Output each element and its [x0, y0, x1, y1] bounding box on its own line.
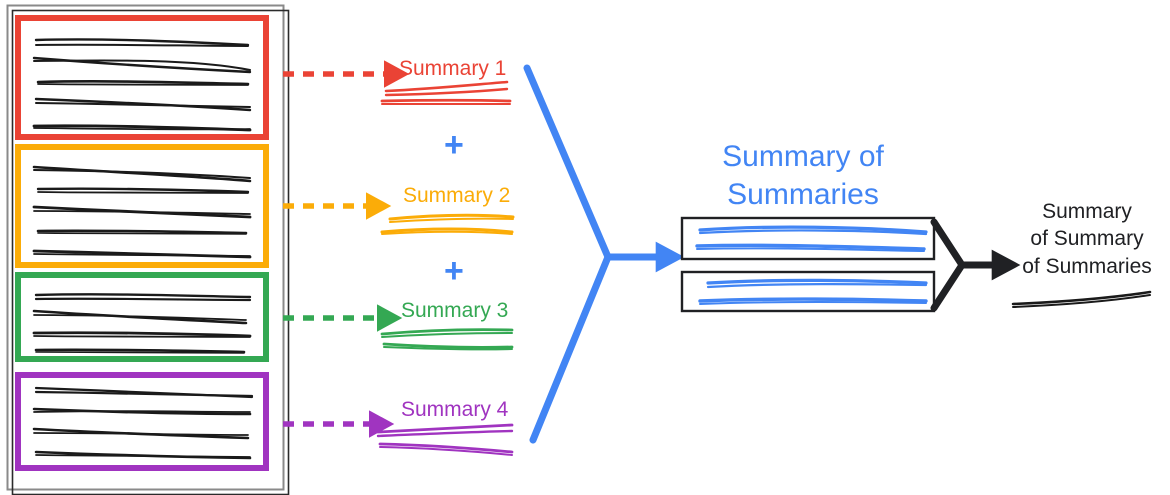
- summary-of-summaries-title: Summary of Summaries: [673, 138, 933, 213]
- summary-4-lines: [376, 423, 514, 456]
- final-output-underline: [1011, 290, 1152, 308]
- sos-title-line-1: Summary of: [722, 140, 884, 173]
- summary-2-lines: [380, 213, 515, 235]
- final-output-line-2: of Summary: [1030, 227, 1144, 251]
- final-output-line-3: of Summaries: [1022, 254, 1152, 278]
- plus-operator-2: +: [444, 252, 464, 290]
- source-chunk-green[interactable]: [15, 272, 269, 362]
- plus-operator-1: +: [444, 126, 464, 164]
- blue-merge-connector: [523, 64, 612, 444]
- sos-box-2[interactable]: [680, 270, 936, 313]
- sos-box-1[interactable]: [680, 216, 936, 261]
- final-output-line-1: Summary: [1042, 200, 1132, 223]
- final-output-label: Summary of Summary of Summaries: [997, 198, 1170, 280]
- source-chunk-purple[interactable]: [15, 372, 269, 471]
- source-chunk-orange[interactable]: [15, 144, 269, 268]
- source-document-frame: [6, 4, 285, 491]
- summary-1-label: Summary 1: [399, 57, 507, 80]
- source-chunk-red[interactable]: [15, 15, 269, 140]
- black-merge-connector: [930, 218, 966, 312]
- summary-4-label: Summary 4: [401, 398, 509, 421]
- sos-title-line-2: Summaries: [727, 177, 879, 211]
- summary-2-label: Summary 2: [403, 184, 511, 207]
- summary-3-lines: [380, 328, 514, 351]
- summary-1-lines: [380, 80, 512, 106]
- summary-3-label: Summary 3: [401, 299, 509, 322]
